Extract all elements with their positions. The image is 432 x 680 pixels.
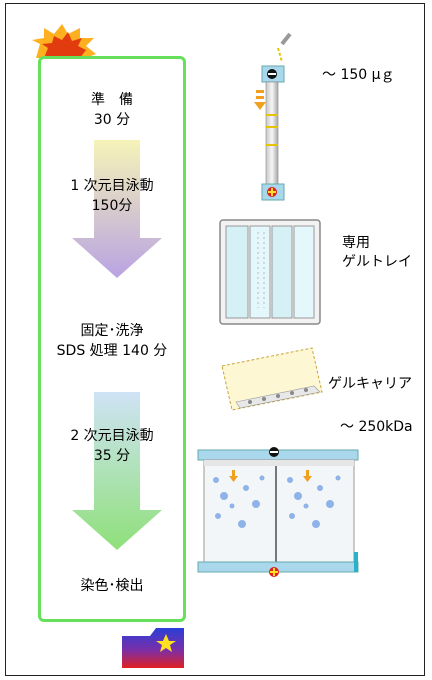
ief-strip-illustration bbox=[254, 32, 292, 201]
step-second-dimension-time: 35 分 bbox=[93, 448, 131, 464]
gel-carrier-label: ゲルキャリア bbox=[328, 376, 412, 392]
gel-tray-illustration bbox=[219, 219, 321, 325]
arrow-second-dimension bbox=[72, 392, 162, 550]
gel-tray-label-line2: ゲルトレイ bbox=[342, 254, 412, 270]
step-fix-wash: 固定･洗浄 SDS 処理 140 分 bbox=[38, 321, 186, 361]
gel-tray-label: 専用 ゲルトレイ bbox=[342, 234, 412, 272]
step-second-dimension: 2 次元目泳動 35 分 bbox=[38, 426, 186, 466]
step-stain-detect: 染色･検出 bbox=[38, 576, 186, 596]
step-stain-detect-title: 染色･検出 bbox=[80, 578, 144, 594]
gel-tray-label-line1: 専用 bbox=[342, 235, 370, 251]
sun-burst-icon bbox=[30, 24, 100, 60]
step-preparation-time: 30 分 bbox=[93, 112, 131, 128]
figure-frame bbox=[5, 3, 425, 676]
step-second-dimension-title: 2 次元目泳動 bbox=[70, 428, 154, 444]
step-preparation-title: 準 備 bbox=[91, 92, 133, 108]
sample-amount-label: ～ 150 μｇ bbox=[322, 67, 395, 83]
flag-star-icon bbox=[122, 628, 184, 668]
step-first-dimension: 1 次元目泳動 150分 bbox=[38, 176, 186, 216]
step-fix-wash-time: SDS 処理 140 分 bbox=[56, 343, 168, 359]
second-dimension-gel-illustration bbox=[197, 447, 359, 577]
step-first-dimension-time: 150分 bbox=[91, 198, 133, 214]
mw-range-label: ～ 250kDa bbox=[340, 419, 413, 435]
gel-carrier-illustration bbox=[221, 347, 323, 411]
step-preparation: 準 備 30 分 bbox=[38, 90, 186, 130]
arrow-first-dimension bbox=[72, 140, 162, 278]
step-fix-wash-title: 固定･洗浄 bbox=[80, 323, 144, 339]
step-first-dimension-title: 1 次元目泳動 bbox=[70, 178, 154, 194]
